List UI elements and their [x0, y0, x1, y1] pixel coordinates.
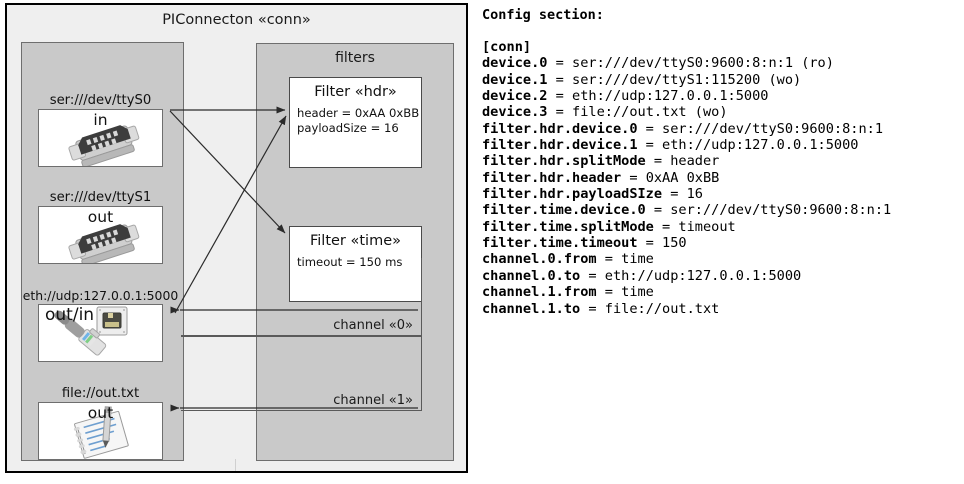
config-key: channel.1.from — [482, 284, 597, 301]
filter-node-time[interactable]: Filter «time» timeout = 150 ms — [289, 226, 422, 302]
device-node-ttyS0[interactable]: ser:///dev/ttyS0 in — [38, 93, 163, 167]
config-key: channel.0.from — [482, 251, 597, 268]
config-value: = file://out.txt (wo) — [547, 104, 728, 121]
config-key: filter.hdr.device.1 — [482, 137, 638, 154]
device-label: file://out.txt — [61, 386, 140, 401]
channel-0[interactable]: channel «0» — [181, 258, 422, 336]
device-label: eth://udp:127.0.0.1:5000 — [22, 288, 179, 303]
filter-title: Filter «hdr» — [314, 84, 397, 100]
config-line: filter.hdr.payloadSIze = 16 — [482, 186, 891, 202]
config-key: device.0 — [482, 55, 548, 72]
serial-db9-icon — [39, 110, 162, 166]
config-pane: Config section: [conn]device.0 = ser:///… — [480, 0, 964, 484]
filter-properties: timeout = 150 ms — [297, 255, 421, 270]
config-key: device.3 — [482, 104, 548, 121]
config-value: = 150 — [637, 235, 687, 252]
config-value: = eth://udp:127.0.0.1:5000 — [580, 267, 802, 284]
config-value: = time — [596, 251, 654, 268]
device-label: ser:///dev/ttyS0 — [49, 93, 152, 108]
frame-seam-divider — [235, 459, 236, 471]
config-key: device.2 — [482, 88, 548, 105]
config-key: filter.hdr.payloadSIze — [482, 186, 663, 203]
config-key: device.1 — [482, 71, 548, 88]
filter-property: payloadSize = 16 — [297, 120, 399, 135]
filter-property: timeout = 150 ms — [297, 255, 403, 269]
config-line: filter.hdr.device.0 = ser:///dev/ttyS0:9… — [482, 121, 891, 137]
config-value: = eth://udp:127.0.0.1:5000 — [547, 88, 769, 105]
channel-label: channel «1» — [333, 393, 413, 408]
device-node-ttyS1[interactable]: ser:///dev/ttyS1 out — [38, 190, 163, 264]
config-line: device.2 = eth://udp:127.0.0.1:5000 — [482, 88, 891, 104]
config-value: = 16 — [662, 186, 703, 203]
config-line: device.3 = file://out.txt (wo) — [482, 104, 891, 120]
diagram-title: PIConnecton «conn» — [162, 12, 311, 28]
config-line: channel.0.from = time — [482, 251, 891, 267]
device-label: ser:///dev/ttyS1 — [49, 190, 152, 205]
config-line: filter.hdr.header = 0xAA 0xBB — [482, 170, 891, 186]
config-text-block: [conn]device.0 = ser:///dev/ttyS0:9600:8… — [482, 39, 891, 317]
config-line: filter.hdr.splitMode = header — [482, 153, 891, 169]
config-value: = header — [645, 153, 720, 170]
config-key: filter.time.device.0 — [482, 202, 646, 219]
filter-properties: header = 0xAA 0xBB payloadSize = 16 — [297, 106, 421, 135]
device-node-file[interactable]: file://out.txt out — [38, 386, 163, 460]
config-value: = eth://udp:127.0.0.1:5000 — [637, 137, 859, 154]
filters-panel-title: filters — [335, 50, 375, 66]
config-line: filter.hdr.device.1 = eth://udp:127.0.0.… — [482, 137, 891, 153]
channel-label: channel «0» — [333, 318, 413, 333]
channel-1[interactable]: channel «1» — [181, 336, 422, 411]
device-box[interactable]: in — [38, 109, 163, 167]
config-value: = ser:///dev/ttyS0:9600:8:n:1 — [645, 202, 892, 219]
config-value: = time — [596, 284, 654, 301]
devices-panel: ser:///dev/ttyS0 in — [21, 42, 184, 461]
text-document-pen-icon — [39, 403, 162, 459]
config-line: channel.0.to = eth://udp:127.0.0.1:5000 — [482, 268, 891, 284]
config-value: = ser:///dev/ttyS1:115200 (wo) — [547, 71, 802, 88]
config-line: channel.1.from = time — [482, 284, 891, 300]
config-line: filter.time.device.0 = ser:///dev/ttyS0:… — [482, 202, 891, 218]
config-value: = 0xAA 0xBB — [621, 169, 720, 186]
config-key: filter.hdr.header — [482, 169, 622, 186]
device-box[interactable]: out — [38, 402, 163, 460]
device-box[interactable]: out/in — [38, 304, 163, 362]
config-line: filter.time.timeout = 150 — [482, 235, 891, 251]
filter-property: header = 0xAA 0xBB — [297, 106, 420, 120]
diagram-frame: PIConnecton «conn» ser:///dev/ttyS0 in — [5, 3, 468, 473]
config-value: = ser:///dev/ttyS0:9600:8:n:1 (ro) — [547, 55, 834, 72]
serial-db9-icon — [39, 207, 162, 263]
filter-node-hdr[interactable]: Filter «hdr» header = 0xAA 0xBB payloadS… — [289, 77, 422, 168]
device-node-eth[interactable]: eth://udp:127.0.0.1:5000 out/in — [23, 288, 178, 362]
ethernet-rj45-icon — [39, 305, 162, 361]
config-heading: Config section: — [482, 7, 604, 23]
config-line: [conn] — [482, 39, 891, 55]
config-key: filter.hdr.device.0 — [482, 120, 638, 137]
config-value: = timeout — [653, 218, 736, 235]
config-key: [conn] — [482, 39, 532, 55]
config-line: filter.time.splitMode = timeout — [482, 219, 891, 235]
config-key: channel.1.to — [482, 300, 581, 317]
config-value: = ser:///dev/ttyS0:9600:8:n:1 — [637, 120, 884, 137]
config-key: channel.0.to — [482, 267, 581, 284]
config-line: device.1 = ser:///dev/ttyS1:115200 (wo) — [482, 72, 891, 88]
config-key: filter.time.timeout — [482, 235, 638, 252]
config-key: filter.hdr.splitMode — [482, 153, 646, 170]
filter-title: Filter «time» — [309, 233, 402, 249]
config-key: filter.time.splitMode — [482, 218, 654, 235]
config-line: channel.1.to = file://out.txt — [482, 301, 891, 317]
device-box[interactable]: out — [38, 206, 163, 264]
filters-panel: filters Filter «hdr» header = 0xAA 0xBB … — [181, 43, 454, 461]
config-line: device.0 = ser:///dev/ttyS0:9600:8:n:1 (… — [482, 55, 891, 71]
config-value: = file://out.txt — [580, 300, 720, 317]
